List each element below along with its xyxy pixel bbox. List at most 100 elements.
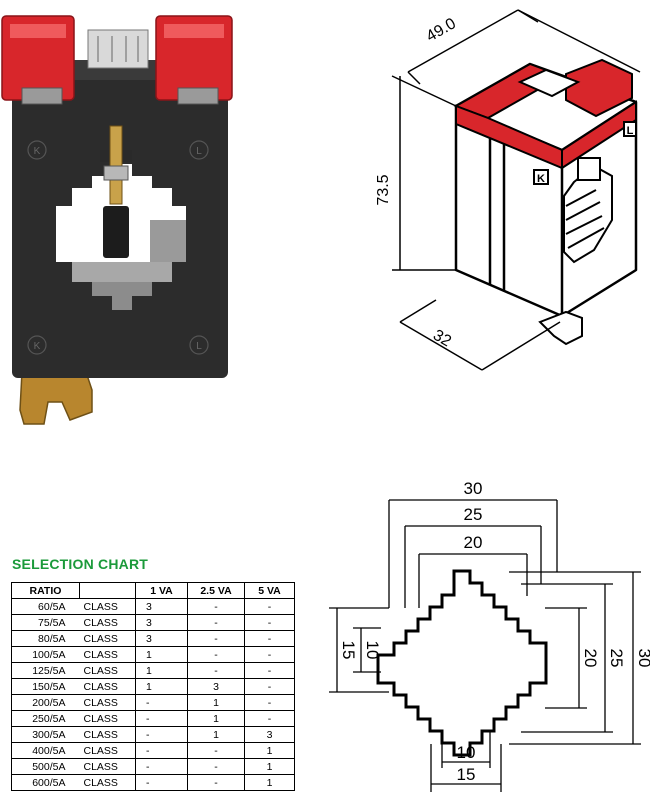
dim-bottom-10: 10: [457, 743, 476, 762]
iso-red-band-side: [561, 100, 637, 170]
header-5va: 5 VA: [244, 582, 295, 599]
class-cell: CLASS: [79, 774, 136, 791]
header-1va: 1 VA: [135, 582, 188, 599]
va1-cell: -: [135, 774, 188, 791]
current-transformer-photo: K L K L: [1, 15, 233, 425]
ratio-cell: 400/5A: [11, 742, 80, 759]
ratio-cell: 500/5A: [11, 758, 80, 775]
ratio-cell: 600/5A: [11, 774, 80, 791]
mounting-bracket: [19, 371, 93, 425]
product-photo: K L K L: [0, 0, 240, 440]
va1-cell: 3: [135, 598, 188, 615]
va2-5-cell: 1: [187, 710, 245, 727]
va2-5-cell: -: [187, 598, 245, 615]
va1-cell: 3: [135, 630, 188, 647]
dim-right-25: 25: [607, 649, 626, 668]
va5-cell: -: [244, 694, 295, 711]
class-cell: CLASS: [79, 630, 136, 647]
dim-right-20: 20: [581, 649, 600, 668]
class-cell: CLASS: [79, 742, 136, 759]
table-header-row: RATIO 1 VA 2.5 VA 5 VA: [11, 582, 295, 599]
va2-5-cell: -: [187, 758, 245, 775]
ratio-cell: 80/5A: [11, 630, 80, 647]
selection-chart-title: SELECTION CHART: [12, 556, 148, 572]
window-section: 30 25 20 20 25 30 15 10 10 15: [329, 479, 650, 792]
ratio-cell: 75/5A: [11, 614, 80, 631]
class-cell: CLASS: [79, 598, 136, 615]
va2-5-cell: 3: [187, 678, 245, 695]
header-2-5va: 2.5 VA: [187, 582, 245, 599]
nameplate: [87, 29, 149, 69]
class-cell: CLASS: [79, 662, 136, 679]
ratio-cell: 200/5A: [11, 694, 80, 711]
va5-cell: 1: [244, 774, 295, 791]
va1-cell: 1: [135, 678, 188, 695]
va1-cell: -: [135, 694, 188, 711]
iso-label-k: K: [537, 173, 545, 185]
class-cell: CLASS: [79, 758, 136, 775]
isometric-outline: K L 49.0 73.5 32: [375, 9, 641, 371]
dim-left-15: 15: [339, 641, 358, 660]
va2-5-cell: -: [187, 614, 245, 631]
class-cell: CLASS: [79, 646, 136, 663]
ratio-cell: 125/5A: [11, 662, 80, 679]
photo-mark-l-top: L: [196, 146, 202, 157]
class-cell: CLASS: [79, 614, 136, 631]
dim-width: 49.0: [424, 15, 460, 45]
photo-mark-k-bottom: K: [34, 341, 41, 352]
va5-cell: -: [244, 678, 295, 695]
dim-left-10: 10: [363, 641, 382, 660]
dim-right-30: 30: [635, 649, 650, 668]
class-cell: CLASS: [79, 694, 136, 711]
iso-bracket: [538, 310, 583, 346]
va2-5-cell: -: [187, 742, 245, 759]
photo-mark-l-bottom: L: [196, 341, 202, 352]
va1-cell: -: [135, 726, 188, 743]
ratio-cell: 150/5A: [11, 678, 80, 695]
isometric-drawing: K L 49.0 73.5 32: [370, 0, 650, 380]
va1-cell: -: [135, 742, 188, 759]
va5-cell: 1: [244, 742, 295, 759]
photo-mark-k-top: K: [34, 146, 41, 157]
ratio-cell: 250/5A: [11, 710, 80, 727]
va5-cell: -: [244, 662, 295, 679]
va2-5-cell: -: [187, 774, 245, 791]
va1-cell: 1: [135, 662, 188, 679]
dim-bottom-15: 15: [457, 765, 476, 784]
va1-cell: 3: [135, 614, 188, 631]
clamp-sleeve: [103, 206, 129, 258]
iso-label-l: L: [627, 125, 634, 137]
va2-5-cell: 1: [187, 694, 245, 711]
dim-height: 73.5: [375, 174, 392, 205]
va2-5-cell: -: [187, 630, 245, 647]
va5-cell: -: [244, 630, 295, 647]
class-cell: CLASS: [79, 678, 136, 695]
iso-nameplate: [517, 68, 581, 98]
va5-cell: 1: [244, 758, 295, 775]
va2-5-cell: 1: [187, 726, 245, 743]
ratio-cell: 60/5A: [11, 598, 80, 615]
va5-cell: -: [244, 614, 295, 631]
window-section-drawing: 30 25 20 20 25 30 15 10 10 15: [325, 478, 650, 800]
stepped-aperture: [376, 569, 548, 757]
va2-5-cell: -: [187, 662, 245, 679]
class-cell: CLASS: [79, 726, 136, 743]
ratio-cell: 100/5A: [11, 646, 80, 663]
va5-cell: 3: [244, 726, 295, 743]
dim-depth: 32: [430, 327, 454, 351]
va2-5-cell: -: [187, 646, 245, 663]
dim-top-30: 30: [464, 479, 483, 498]
class-cell: CLASS: [79, 710, 136, 727]
